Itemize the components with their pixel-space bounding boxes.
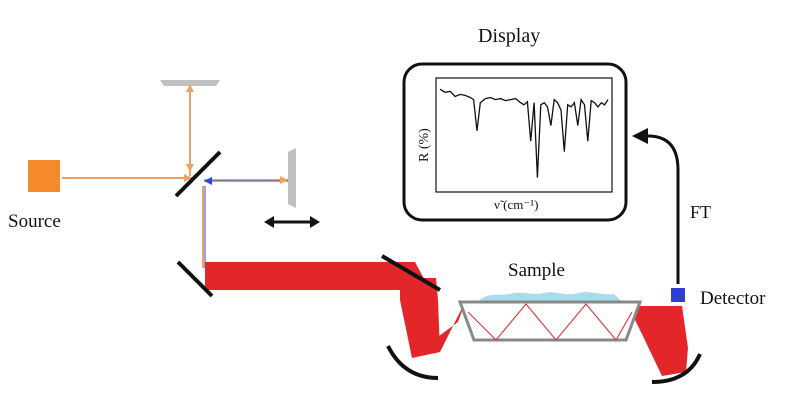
curved-mirror-left [386,345,439,380]
spectrum-layer [439,88,609,178]
detector-box [671,288,685,302]
double-headed-arrow-icon [264,216,320,228]
arrowhead-up [186,84,194,92]
internal-reflection-path [467,303,633,342]
red-beam-out-crystal [628,306,688,376]
movable-mirror [288,148,296,208]
source-box [28,160,60,192]
arrowhead-right-source [184,174,192,182]
arrowhead-right-movable [280,176,288,184]
display-title: Display [478,25,540,47]
sample-label: Sample [508,260,565,281]
plot-area [435,77,613,193]
curved-mirror-right [651,353,702,384]
ft-arrowhead [632,128,648,144]
arrowhead-down [186,164,194,172]
fixed-mirror [160,80,220,86]
fold-mirror-lower [176,260,214,298]
detector-label: Detector [700,288,766,309]
beamsplitter [174,150,222,198]
atr-crystal [457,292,643,342]
arrowhead-left-movable [204,177,212,185]
fold-mirror-upper-right [380,254,442,292]
y-axis-label: R (%) [417,128,432,162]
red-beam-down-left [400,278,440,358]
ft-label: FT [690,202,711,222]
x-axis-label: ν̃ (cm⁻¹) [494,197,538,212]
spectrum-trace [439,88,609,178]
red-beam-into-crystal [412,300,466,356]
sample-liquid [478,292,622,302]
ft-curved-arrow-icon [647,134,680,284]
source-label: Source [8,211,61,232]
crystal-body [457,300,643,342]
red-beam-horizontal [205,262,430,290]
